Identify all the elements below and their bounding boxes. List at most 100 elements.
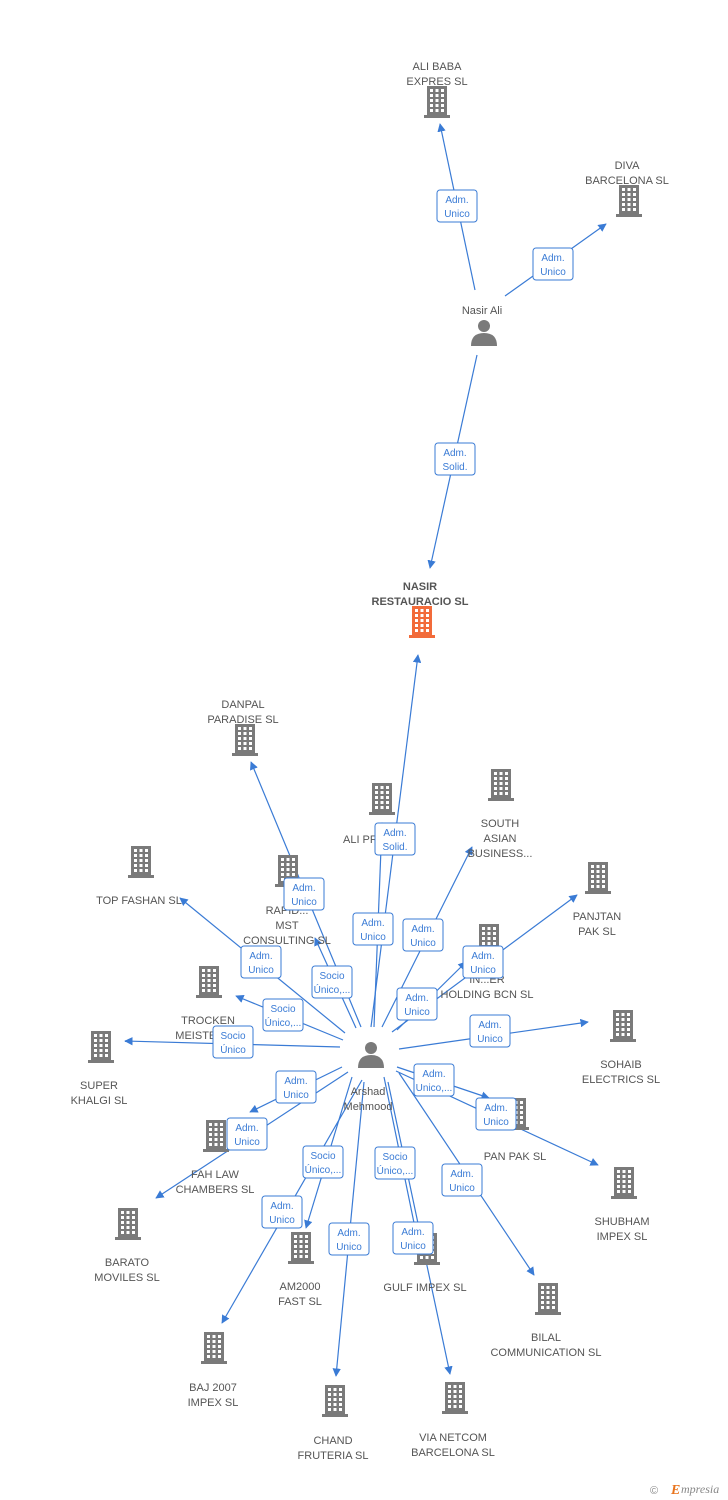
relation-label-nasir[interactable]: Adm.Solid. xyxy=(434,442,476,476)
node-label: FAH LAW xyxy=(191,1169,239,1181)
building-icon xyxy=(409,606,435,638)
node-label: MST xyxy=(275,920,299,932)
node-label: HOLDING BCN SL xyxy=(441,989,534,1001)
relation-label-text: Adm. xyxy=(401,1227,424,1238)
relation-label-box xyxy=(240,945,282,979)
relation-label-text: Socio xyxy=(310,1151,335,1162)
relation-label-text: Solid. xyxy=(442,462,467,473)
relation-label-am2000[interactable]: SocioÚnico,... xyxy=(302,1145,344,1179)
relation-label-box xyxy=(469,1014,511,1048)
relation-label-text: Adm. xyxy=(235,1123,258,1134)
node-label: MOVILES SL xyxy=(94,1272,159,1284)
building-icon xyxy=(288,1232,314,1264)
relation-label-panjtan[interactable]: Adm. Unico xyxy=(462,945,504,979)
relation-label-box xyxy=(302,1145,344,1179)
company-node-south[interactable]: SOUTHASIANBUSINESS... xyxy=(468,769,533,860)
building-icon xyxy=(610,1010,636,1042)
relation-label-south[interactable]: Adm.Unico xyxy=(402,918,444,952)
company-node-barato[interactable]: BARATO MOVILES SL xyxy=(94,1208,160,1284)
relation-label-baj[interactable]: Adm.Unico xyxy=(261,1195,303,1229)
relation-label-text: Unico xyxy=(470,965,496,976)
relation-label-rapid[interactable]: SocioÚnico,... xyxy=(311,965,353,999)
relation-label-bilal[interactable]: Adm. Unico xyxy=(441,1163,483,1197)
relation-label-box xyxy=(436,189,478,223)
relation-label-diva[interactable]: Adm.Unico xyxy=(532,247,574,281)
node-label: AM2000 xyxy=(280,1281,321,1293)
relation-label-chand[interactable]: Adm.Unico xyxy=(328,1222,370,1256)
building-icon xyxy=(322,1385,348,1417)
relation-label-box xyxy=(275,1070,317,1104)
building-icon xyxy=(616,185,642,217)
building-icon xyxy=(488,769,514,801)
relation-label-box xyxy=(262,998,304,1032)
relation-label-text: Solid. xyxy=(382,842,407,853)
node-label: BARATO xyxy=(105,1257,150,1269)
relation-label-gulf[interactable]: SocioÚnico,... xyxy=(374,1146,416,1180)
node-label: SOUTH xyxy=(481,818,520,830)
node-label: DANPAL xyxy=(221,699,264,711)
node-label: FRUTERIA SL xyxy=(298,1450,369,1462)
building-icon xyxy=(88,1031,114,1063)
relation-label-text: Unico xyxy=(477,1034,503,1045)
relation-label-text: Unico xyxy=(248,965,274,976)
relation-label-shubham[interactable]: Adm.Unico xyxy=(475,1097,517,1131)
relation-label-text: Adm. xyxy=(450,1169,473,1180)
company-node-topfashan[interactable]: TOP FASHAN SL xyxy=(96,846,182,907)
relation-label-sohaib[interactable]: Adm. Unico xyxy=(469,1014,511,1048)
person-node-nasirali[interactable]: Nasir Ali xyxy=(462,305,502,346)
relation-label-box xyxy=(396,987,438,1021)
relation-label-barato[interactable]: Adm. Unico xyxy=(226,1117,268,1151)
relation-label-text: Unico xyxy=(400,1241,426,1252)
relation-label-text: Adm. xyxy=(478,1020,501,1031)
relation-label-box xyxy=(532,247,574,281)
relation-label-nasir[interactable]: Adm.Solid. xyxy=(374,822,416,856)
footer-brand[interactable]: © E mpresia xyxy=(650,1482,719,1498)
relation-label-box xyxy=(352,912,394,946)
relation-label-trocken[interactable]: SocioÚnico,... xyxy=(262,998,304,1032)
relation-label-vianet[interactable]: Adm. Unico xyxy=(392,1221,434,1255)
relation-label-box xyxy=(374,822,416,856)
relation-label-text: Unico xyxy=(449,1183,475,1194)
relation-label-topfashan[interactable]: Adm.Unico xyxy=(240,945,282,979)
node-label: IMPEX SL xyxy=(188,1397,239,1409)
node-label: BARCELONA SL xyxy=(585,175,669,187)
person-icon xyxy=(358,1042,384,1068)
node-label: ALI BABA xyxy=(413,61,463,73)
relation-label-inmaster[interactable]: Adm.Unico xyxy=(396,987,438,1021)
node-label: GULF IMPEX SL xyxy=(383,1282,466,1294)
person-icon xyxy=(471,320,497,346)
relation-label-danpal[interactable]: Adm.Unico xyxy=(283,877,325,911)
relation-label-text: Adm. xyxy=(471,951,494,962)
node-label: DIVA xyxy=(615,160,641,172)
node-label: TOP FASHAN SL xyxy=(96,895,182,907)
relation-label-alipr[interactable]: Adm.Unico xyxy=(352,912,394,946)
relation-label-text: Adm. xyxy=(445,195,468,206)
relation-label-box xyxy=(413,1063,455,1097)
relation-label-alibaba[interactable]: Adm. Unico xyxy=(436,189,478,223)
relation-label-box xyxy=(374,1146,416,1180)
relation-label-text: Unico xyxy=(444,209,470,220)
relation-label-fahlaw[interactable]: Adm.Unico xyxy=(275,1070,317,1104)
relation-label-text: Unico xyxy=(234,1137,260,1148)
company-node-diva[interactable]: DIVA BARCELONA SL xyxy=(585,160,669,217)
relation-label-text: Unico xyxy=(269,1215,295,1226)
building-icon xyxy=(424,86,450,118)
relation-label-panpak[interactable]: Adm.Unico,... xyxy=(413,1063,455,1097)
node-label: ELECTRICS SL xyxy=(582,1074,660,1086)
